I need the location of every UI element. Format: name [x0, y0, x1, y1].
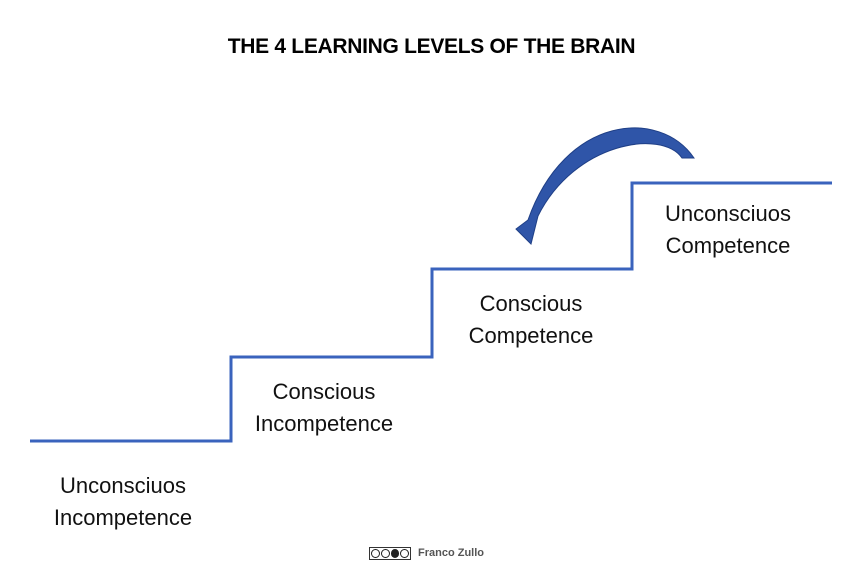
staircase-line: [30, 181, 832, 443]
author-name: Franco Zullo: [418, 547, 484, 559]
level-4-line1: Unconsciuos: [665, 201, 791, 226]
level-2-line1: Conscious: [272, 379, 376, 404]
level-3-line1: Conscious: [479, 291, 583, 316]
level-1-line2: Incompetence: [53, 505, 193, 530]
level-3-line2: Competence: [468, 323, 594, 348]
level-2-line2: Incompetence: [254, 411, 394, 436]
level-1-label: Unconsciuos Incompetence: [28, 470, 218, 534]
cc-nd-icon: [400, 548, 409, 558]
curved-arrow-icon: [515, 127, 695, 245]
creative-commons-badge-icon: [369, 546, 411, 560]
cc-circle-icon: [371, 548, 380, 558]
credit-footer: Franco Zullo: [369, 545, 484, 561]
level-4-label: Unconsciuos Competence: [633, 198, 823, 262]
cc-by-icon: [380, 548, 390, 558]
level-4-line2: Competence: [665, 233, 791, 258]
cc-nc-icon: [390, 548, 400, 558]
level-3-label: Conscious Competence: [436, 288, 626, 352]
diagram-title: THE 4 LEARNING LEVELS OF THE BRAIN: [227, 35, 636, 58]
level-2-label: Conscious Incompetence: [229, 376, 419, 440]
level-1-line1: Unconsciuos: [60, 473, 186, 498]
